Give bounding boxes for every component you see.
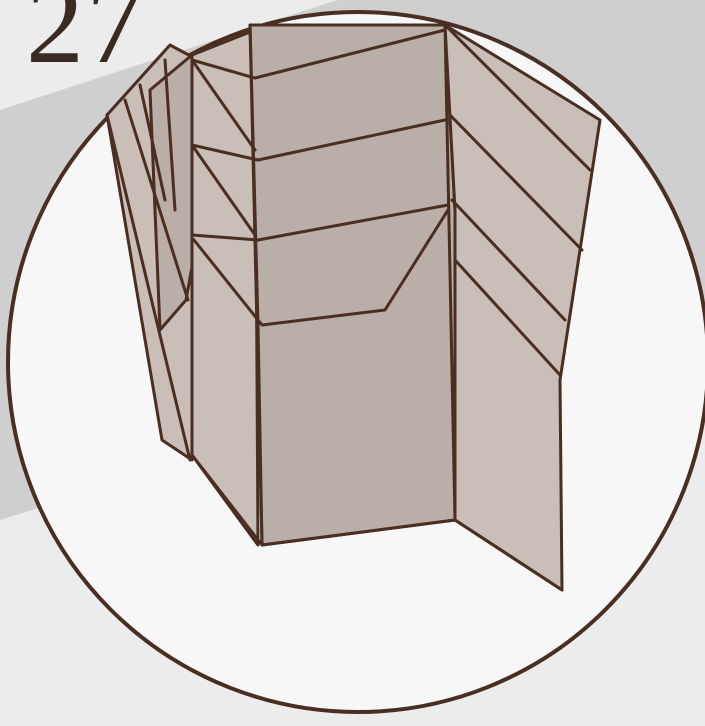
step-number: 27 xyxy=(26,0,146,82)
center-column xyxy=(250,25,455,545)
